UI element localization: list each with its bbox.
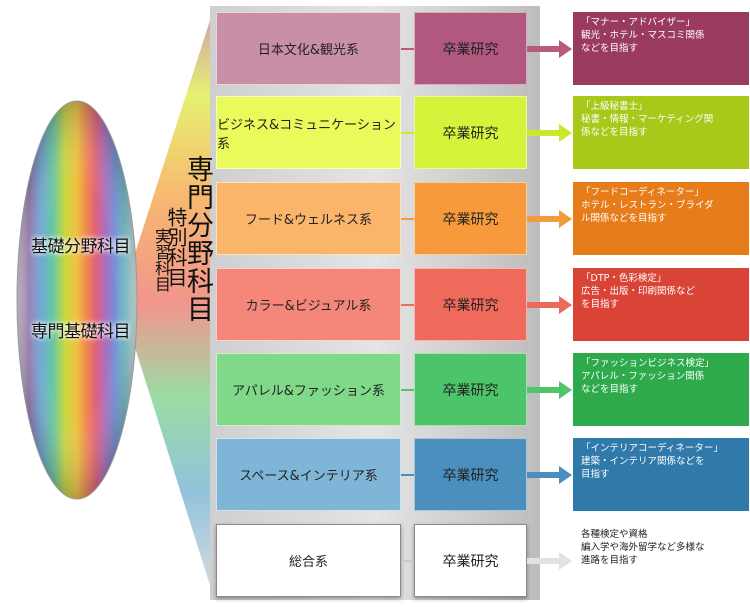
career-goal-line: ホテル・レストラン・ブライダ [581, 200, 714, 211]
course-box: ビジネス&コミュニケーション系 [216, 96, 401, 169]
graduation-research-box: 卒業研究 [414, 268, 527, 341]
career-goal-line: 係などを目指す [581, 127, 648, 138]
career-goal-line: 「マナー・アドバイザー」 [581, 17, 696, 28]
arrow-icon [527, 210, 572, 228]
course-box: スペース&インテリア系 [216, 438, 401, 511]
arrow-icon [527, 466, 572, 484]
career-goal-box: 「インテリアコーディネーター」建築・インテリア関係などを目指す [573, 438, 749, 511]
career-goal-line: 広告・出版・印刷関係など [581, 286, 696, 297]
arrow-icon [527, 552, 572, 570]
career-goal-box: 「ファッションビジネス検定」アパレル・ファッション関係などを目指す [573, 353, 749, 426]
course-box: カラー&ビジュアル系 [216, 268, 401, 341]
career-goal-line: などを目指す [581, 384, 639, 395]
vertical-label-practical-subjects: 実習科目 [152, 228, 171, 292]
career-goal-line: 観光・ホテル・マスコミ関係 [581, 30, 705, 41]
career-goal-box: 「フードコーディネーター」ホテル・レストラン・ブライダル関係などを目指す [573, 182, 749, 255]
connector-line [401, 560, 414, 562]
connector-line [401, 132, 414, 134]
connector-line [401, 304, 414, 306]
career-goal-box: 「上級秘書士」秘書・情報・マーケティング関係などを目指す [573, 96, 749, 169]
career-goal-box: 「DTP・色彩検定」広告・出版・印刷関係などを目指す [573, 268, 749, 341]
graduation-research-box: 卒業研究 [414, 524, 527, 597]
connector-line [401, 218, 414, 220]
course-box: 日本文化&観光系 [216, 12, 401, 85]
career-goal-line: 「DTP・色彩検定」 [581, 273, 667, 284]
career-goal-line: アパレル・ファッション関係 [581, 371, 705, 382]
career-goal-line: 各種検定や資格 [581, 529, 648, 540]
career-goal-line: 編入学や海外留学など多様な [581, 542, 705, 553]
graduation-research-box: 卒業研究 [414, 438, 527, 511]
oval-label-specialized-basic-subjects: 専門基礎科目 [31, 322, 131, 342]
graduation-research-box: 卒業研究 [414, 182, 527, 255]
career-goal-line: を目指す [581, 299, 620, 310]
career-goal-line: 秘書・情報・マーケティング関 [581, 114, 714, 125]
career-goal-line: 建築・インテリア関係などを [581, 456, 705, 467]
graduation-research-box: 卒業研究 [414, 96, 527, 169]
course-box: アパレル&ファッション系 [216, 353, 401, 426]
arrow-icon [527, 124, 572, 142]
career-goal-line: 目指す [581, 469, 610, 480]
career-goal-line: 「上級秘書士」 [581, 101, 648, 112]
course-box: 総合系 [216, 524, 401, 597]
course-box: フード&ウェルネス系 [216, 182, 401, 255]
career-goal-line: 「ファッションビジネス検定」 [581, 358, 715, 369]
career-goal-line: ル関係などを目指す [581, 213, 667, 224]
connector-line [401, 48, 414, 50]
arrow-icon [527, 40, 572, 58]
connector-line [401, 389, 414, 391]
vertical-label-special-subjects: 特別科目 [164, 207, 188, 287]
career-goal-line: 「フードコーディネーター」 [581, 187, 704, 198]
graduation-research-box: 卒業研究 [414, 12, 527, 85]
career-goal-box: 各種検定や資格編入学や海外留学など多様な進路を目指す [573, 524, 749, 597]
arrow-icon [527, 381, 572, 399]
career-goal-line: 進路を目指す [581, 555, 639, 566]
oval-label-basic-subjects: 基礎分野科目 [31, 237, 131, 257]
arrow-icon [527, 296, 572, 314]
career-goal-line: 「インテリアコーディネーター」 [581, 443, 723, 454]
career-goal-box: 「マナー・アドバイザー」観光・ホテル・マスコミ関係などを目指す [573, 12, 749, 85]
connector-line [401, 474, 414, 476]
career-goal-line: などを目指す [581, 43, 639, 54]
vertical-label-specialized-subjects: 専門分野科目 [182, 155, 213, 323]
graduation-research-box: 卒業研究 [414, 353, 527, 426]
